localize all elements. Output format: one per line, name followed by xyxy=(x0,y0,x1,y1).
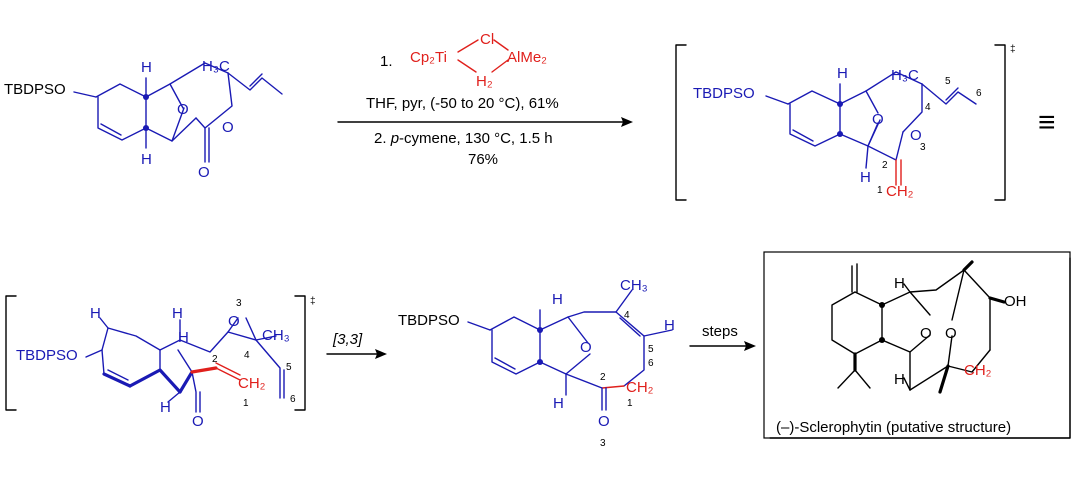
methyl-label: CH₃ xyxy=(262,327,290,344)
locant-5: 5 xyxy=(648,344,654,355)
h-label: H xyxy=(894,371,905,388)
carbonyl-oxygen: O xyxy=(192,413,204,430)
steps-label: steps xyxy=(702,323,738,340)
product-caption: (–)-Sclerophytin (putative structure) xyxy=(776,419,1011,436)
methylene-ch2: CH₂ xyxy=(626,379,654,396)
h-label: H xyxy=(141,151,152,168)
locant-3: 3 xyxy=(236,298,242,309)
reaction-arrow-1: 1. Cp₂Ti Cl AlMe₂ H₂ THF, pyr, (-50 to 2… xyxy=(337,31,633,168)
step1-number: 1. xyxy=(380,53,393,70)
locant-4: 4 xyxy=(925,102,931,113)
locant-3: 3 xyxy=(920,142,926,153)
locant-2: 2 xyxy=(212,354,218,365)
starting-material: TBDPSO H H H₃C O O O xyxy=(4,58,283,181)
locant-1: 1 xyxy=(627,398,633,409)
bridge-oxygen: O xyxy=(177,101,189,118)
methyl-label: CH₃ xyxy=(620,277,648,294)
tebbe-cl: Cl xyxy=(480,31,494,48)
locant-4: 4 xyxy=(624,310,630,321)
dagger-symbol: ‡ xyxy=(310,296,316,307)
chair-transition-state: ‡ TBDPSO H H H H O 3 CH₃ 4 5 6 2 xyxy=(5,295,316,430)
locant-2: 2 xyxy=(882,160,888,171)
tebbe-h2: H₂ xyxy=(476,73,493,90)
dagger-symbol: ‡ xyxy=(1010,44,1016,55)
h-label: H xyxy=(172,305,183,322)
h-label: H xyxy=(894,275,905,292)
rearrangement-arrow: [3,3] xyxy=(326,331,387,359)
methylene-ch2: CH₂ xyxy=(238,375,266,392)
tbdpso-label: TBDPSO xyxy=(16,347,78,364)
h-label: H xyxy=(90,305,101,322)
enol-ether-intermediate: ‡ TBDPSO H H H₃C O O 3 4 5 6 2 1 CH₂ xyxy=(675,44,1016,201)
tbdpso-label: TBDPSO xyxy=(693,85,755,102)
locant-5: 5 xyxy=(286,362,292,373)
rearranged-product: TBDPSO H H CH₃ H O CH₂ 4 5 6 2 1 O 3 xyxy=(398,277,675,449)
bridge-oxygen: O xyxy=(580,339,592,356)
carbonyl-oxygen: O xyxy=(598,413,610,430)
h-label: H xyxy=(837,65,848,82)
locant-6: 6 xyxy=(648,358,654,369)
ring-oxygen: O xyxy=(910,127,922,144)
locant-5: 5 xyxy=(945,76,951,87)
step2-conditions: 2. p-cymene, 130 °C, 1.5 h xyxy=(374,130,553,147)
tebbe-cp2ti: Cp₂Ti xyxy=(410,49,447,66)
locant-3: 3 xyxy=(600,438,606,449)
h-label: H xyxy=(178,329,189,346)
h-label: H xyxy=(860,169,871,186)
equivalence-symbol: ≡ xyxy=(1038,106,1056,139)
locant-4: 4 xyxy=(244,350,250,361)
ring-oxygen: O xyxy=(228,313,240,330)
tbdpso-label: TBDPSO xyxy=(4,81,66,98)
methylene-ch2: CH₂ xyxy=(964,362,992,379)
ether-oxygen: O xyxy=(945,325,957,342)
bridge-oxygen: O xyxy=(872,111,884,128)
rearrangement-label: [3,3] xyxy=(332,331,363,348)
locant-6: 6 xyxy=(976,88,982,99)
h3c-label: H₃C xyxy=(202,58,230,75)
h-label: H xyxy=(553,395,564,412)
carbonyl-oxygen: O xyxy=(198,164,210,181)
locant-6: 6 xyxy=(290,394,296,405)
hydroxyl-label: OH xyxy=(1004,293,1027,310)
locant-1: 1 xyxy=(243,398,249,409)
steps-arrow: steps xyxy=(689,323,756,351)
ring-oxygen: O xyxy=(222,119,234,136)
h3c-label: H₃C xyxy=(891,67,919,84)
tbdpso-label: TBDPSO xyxy=(398,312,460,329)
bridge-oxygen: O xyxy=(920,325,932,342)
methylene-ch2: CH₂ xyxy=(886,183,914,200)
locant-2: 2 xyxy=(600,372,606,383)
h-label: H xyxy=(552,291,563,308)
tebbe-almeme: AlMe₂ xyxy=(507,49,547,66)
sclerophytin-box: H H O O OH CH₂ (–)-Sclerophytin (putativ… xyxy=(763,251,1071,439)
h-label: H xyxy=(664,317,675,334)
step2-yield: 76% xyxy=(468,151,498,168)
locant-1: 1 xyxy=(877,185,883,196)
h-label: H xyxy=(141,59,152,76)
h-label: H xyxy=(160,399,171,416)
step1-conditions: THF, pyr, (-50 to 20 °C), 61% xyxy=(366,95,559,112)
